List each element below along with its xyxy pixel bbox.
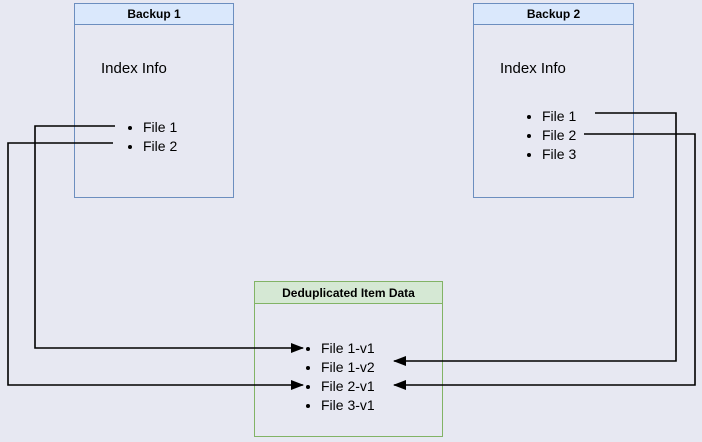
backup2-index-info-label: Index Info bbox=[500, 60, 566, 77]
file-item: File 1 bbox=[542, 107, 576, 126]
backup1-file-list: File 1File 2 bbox=[126, 118, 177, 156]
file-item: File 1-v1 bbox=[321, 339, 375, 358]
dedup-title: Deduplicated Item Data bbox=[255, 282, 442, 304]
file-item: File 1 bbox=[143, 118, 177, 137]
file-item: File 3 bbox=[542, 145, 576, 164]
file-item: File 3-v1 bbox=[321, 396, 375, 415]
backup2-box: Backup 2 Index Info File 1File 2File 3 bbox=[473, 3, 634, 198]
file-item: File 2 bbox=[143, 137, 177, 156]
file-item: File 1-v2 bbox=[321, 358, 375, 377]
backup1-box: Backup 1 Index Info File 1File 2 bbox=[74, 3, 234, 198]
backup1-title: Backup 1 bbox=[75, 4, 233, 25]
backup2-title: Backup 2 bbox=[474, 4, 633, 25]
backup2-file-list: File 1File 2File 3 bbox=[525, 107, 576, 164]
backup1-index-info-label: Index Info bbox=[101, 60, 167, 77]
dedup-file-list: File 1-v1File 1-v2File 2-v1File 3-v1 bbox=[304, 339, 375, 415]
deduplicated-item-data-box: Deduplicated Item Data File 1-v1File 1-v… bbox=[254, 281, 443, 437]
file-item: File 2-v1 bbox=[321, 377, 375, 396]
file-item: File 2 bbox=[542, 126, 576, 145]
